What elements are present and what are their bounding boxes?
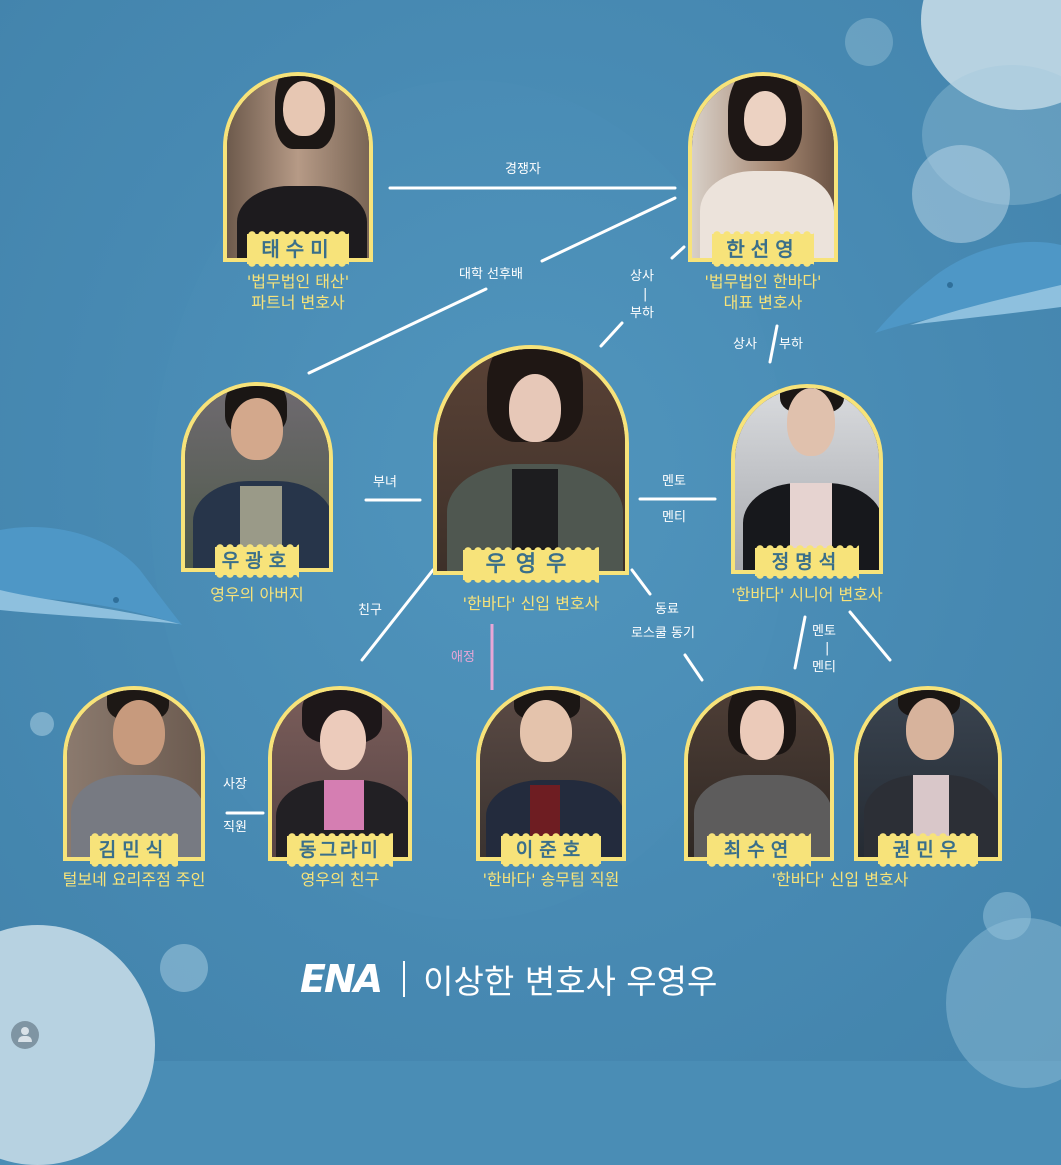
relation-label-mentee: 멘티 (662, 510, 686, 525)
line-boss-a-lower (599, 321, 624, 348)
name-badge: 한선영 (712, 230, 814, 268)
character-card-kwonminwoo[interactable]: 권민우 (854, 686, 1002, 868)
relation-lines (225, 186, 892, 815)
character-card-kimminsik[interactable]: 김민식 털보네 요리주점 주인 (63, 686, 205, 906)
portrait-frame (684, 686, 834, 861)
user-avatar-icon[interactable] (11, 1021, 39, 1049)
portrait-frame (63, 686, 205, 861)
role-text: '법무법인 태산' (246, 272, 350, 291)
role-text: 파트너 변호사 (251, 293, 345, 312)
portrait-frame (854, 686, 1002, 861)
bubble-decoration (30, 712, 54, 736)
role-text: '한바다' 송무팀 직원 (482, 870, 620, 889)
role-text: 영우의 아버지 (210, 585, 304, 604)
bubble-decoration (160, 944, 208, 992)
role-text: '한바다' 신입 변호사 (462, 594, 600, 613)
role-text: 영우의 친구 (300, 870, 380, 889)
relation-label-affection: 애정 (451, 650, 475, 665)
relation-label-employee: 직원 (223, 820, 247, 835)
name-badge: 동그라미 (287, 832, 393, 868)
character-card-choisuyeon[interactable]: 최수연 (684, 686, 834, 868)
name-badge: 권민우 (878, 832, 978, 868)
line-colleague-lower (683, 653, 704, 682)
line-boss-a-upper (670, 245, 686, 260)
character-card-jungmyungseok[interactable]: 정명석 '한바다' 시니어 변호사 (731, 384, 883, 614)
name-badge: 이준호 (501, 832, 601, 868)
relation-label-rival: 경쟁자 (505, 162, 541, 177)
relation-label-mentor: 멘토 (812, 624, 836, 639)
portrait-frame (433, 345, 629, 575)
bubble-decoration (845, 18, 893, 66)
name-badge: 태수미 (247, 230, 349, 268)
relation-label-sep: | (825, 641, 830, 656)
dolphin-decoration (0, 526, 182, 625)
role-text: 털보네 요리주점 주인 (62, 870, 206, 889)
character-card-donggeurami[interactable]: 동그라미 영우의 친구 (268, 686, 412, 906)
relation-label-mentee: 멘티 (812, 660, 836, 675)
name-badge: 김민식 (90, 832, 178, 868)
role-text-shared: '한바다' 신입 변호사 (771, 870, 909, 889)
character-card-woogwangho[interactable]: 우광호 영우의 아버지 (181, 382, 333, 612)
relation-label-father-daughter: 부녀 (373, 475, 397, 490)
ena-logo: ENA (300, 957, 383, 1001)
line-boss-b (768, 324, 779, 364)
relation-label-subordinate: 부하 (630, 306, 654, 321)
dolphin-decoration (875, 241, 1061, 333)
line-mentor2-left (793, 615, 807, 670)
footer-branding: ENA 이상한 변호사 우영우 (300, 956, 717, 1002)
portrait-frame (181, 382, 333, 572)
line-friend (360, 568, 435, 662)
character-card-taesumi[interactable]: 태수미 '법무법인 태산' 파트너 변호사 (223, 72, 373, 312)
portrait-frame (268, 686, 412, 861)
portrait-frame (476, 686, 626, 861)
line-college-upper (540, 196, 677, 263)
relation-label-colleague: 동료 (655, 602, 679, 617)
line-college-lower (307, 287, 488, 375)
name-badge: 우광호 (215, 543, 299, 579)
line-mentor2-right (848, 610, 892, 662)
relation-label-subordinate: 부하 (779, 337, 803, 352)
portrait-frame (223, 72, 373, 262)
relation-label-college: 대학 선후배 (459, 267, 523, 282)
role-text: '한바다' 시니어 변호사 (731, 585, 883, 604)
character-card-hanseonyoung[interactable]: 한선영 '법무법인 한바다' 대표 변호사 (688, 72, 838, 312)
footer-divider (403, 961, 406, 997)
role-text: '법무법인 한바다' (704, 272, 822, 291)
drama-title: 이상한 변호사 우영우 (423, 962, 718, 1001)
bubble-decoration (912, 145, 1010, 243)
name-badge: 우영우 (463, 546, 599, 584)
relation-label-boss: 상사 (733, 337, 757, 352)
relation-label-boss: 사장 (223, 777, 247, 792)
relation-label-sep: | (643, 287, 648, 302)
relation-label-mentor: 멘토 (662, 474, 686, 489)
relation-label-friend: 친구 (358, 603, 382, 618)
relation-label-lawschool: 로스쿨 동기 (631, 626, 695, 641)
bubble-decoration (983, 892, 1031, 940)
name-badge: 정명석 (755, 544, 859, 580)
character-card-leejunho[interactable]: 이준호 '한바다' 송무팀 직원 (476, 686, 626, 906)
line-colleague-upper (630, 568, 652, 596)
portrait-frame (731, 384, 883, 574)
role-text: 대표 변호사 (723, 293, 803, 312)
name-badge: 최수연 (707, 832, 811, 868)
character-card-wooyoungwoo[interactable]: 우영우 '한바다' 신입 변호사 (433, 345, 629, 625)
relation-label-boss: 상사 (630, 269, 654, 284)
